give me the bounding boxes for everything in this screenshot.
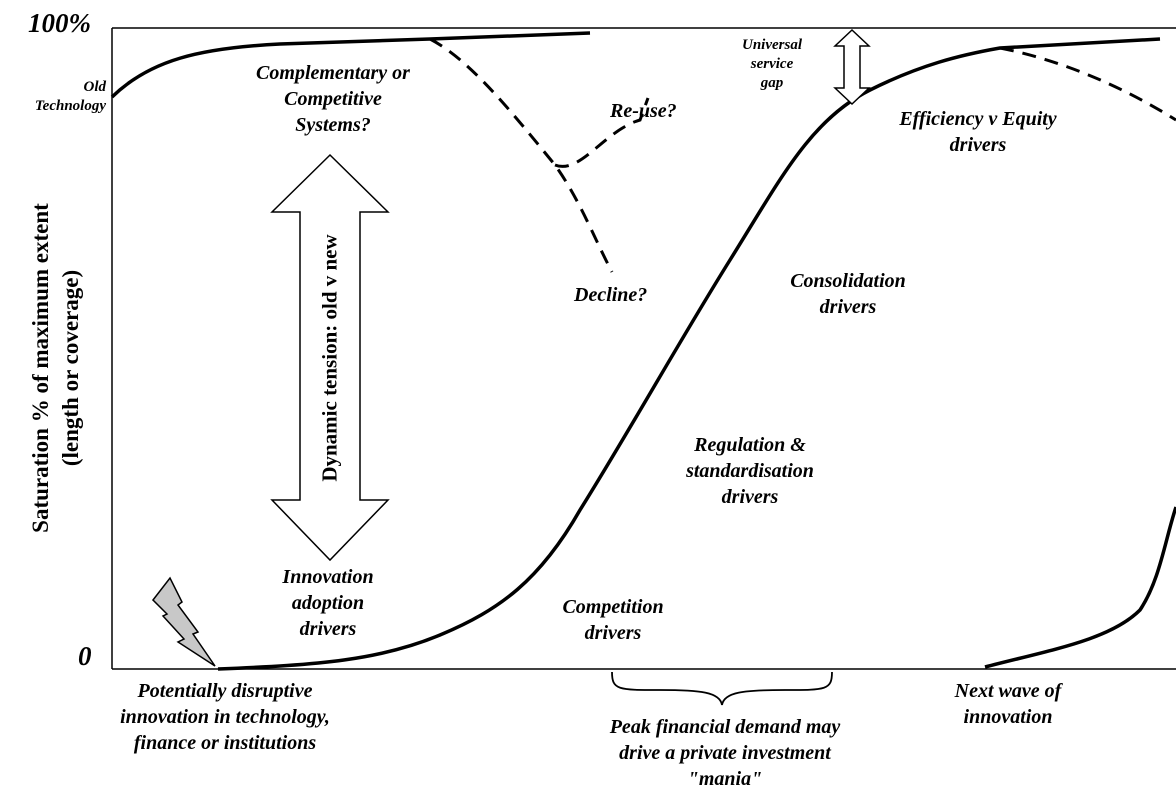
peak-demand-line-1: Peak financial demand may [609,716,841,738]
y-axis-top-label: 100% [28,8,91,38]
consolidation-label: Consolidation drivers [768,268,928,320]
next-wave-label: Next wave of innovation [928,678,1088,730]
universal-gap-line-2: service [750,56,794,72]
complementary-line-2: Competitive [284,88,382,110]
disruptive-line-2: innovation in technology, [120,706,330,728]
lightning-bolt-icon [152,576,216,667]
universal-gap-line-1: Universal [742,37,802,53]
y-axis-label-line-2: (length or coverage) [58,269,83,467]
curly-brace-icon [611,671,833,706]
decline-label: Decline? [574,284,648,306]
old-technology-label: Old Technology [10,78,106,116]
old-technology-line-1: Old [83,79,107,95]
reuse-curve [554,97,650,168]
regulation-line-3: drivers [721,486,779,508]
competition-line-2: drivers [584,622,642,644]
service-gap-arrow-icon [833,28,871,106]
universal-service-gap-label: Universal service gap [722,36,822,93]
reuse-label: Re-use? [610,100,677,122]
competition-line-1: Competition [562,596,664,618]
next-wave-curve [984,506,1176,669]
disruptive-line-3: finance or institutions [133,732,317,754]
consolidation-line-1: Consolidation [790,270,906,292]
y-axis-zero-label: 0 [78,641,92,671]
regulation-line-2: standardisation [686,460,814,482]
complementary-line-3: Systems? [295,114,371,136]
old-technology-line-2: Technology [34,98,106,114]
peak-demand-label: Peak financial demand may drive a privat… [590,714,860,792]
dynamic-tension-label: Dynamic tension: old v new [317,234,342,482]
universal-gap-line-3: gap [760,75,784,91]
efficiency-line-2: drivers [949,134,1007,156]
efficiency-decline-curve [999,46,1176,122]
efficiency-label: Efficiency v Equity drivers [878,106,1078,158]
competition-label: Competition drivers [540,594,686,646]
double-headed-arrow-icon [270,153,390,562]
innovation-adoption-line-1: Innovation [282,566,374,588]
regulation-line-1: Regulation & [694,434,806,456]
peak-demand-line-2: drive a private investment [619,742,831,764]
old-technology-curve [110,31,591,99]
regulation-label: Regulation & standardisation drivers [660,432,840,510]
y-axis-label-line-1: Saturation % of maximum extent [28,203,53,533]
consolidation-line-2: drivers [819,296,877,318]
complementary-label: Complementary or Competitive Systems? [228,60,438,138]
disruptive-innovation-label: Potentially disruptive innovation in tec… [100,678,350,756]
complementary-line-1: Complementary or [256,62,410,84]
decline-curve [429,37,614,273]
innovation-adoption-label: Innovation adoption drivers [258,564,398,642]
adoption-s-curve [217,37,1161,671]
y-axis-label: Saturation % of maximum extent (length o… [26,203,86,533]
disruptive-line-1: Potentially disruptive [137,680,313,702]
peak-demand-line-3: "mania" [687,768,763,790]
innovation-adoption-line-3: drivers [299,618,357,640]
next-wave-line-1: Next wave of [954,680,1062,702]
next-wave-line-2: innovation [963,706,1053,728]
efficiency-line-1: Efficiency v Equity [899,108,1057,130]
innovation-adoption-line-2: adoption [291,592,365,614]
